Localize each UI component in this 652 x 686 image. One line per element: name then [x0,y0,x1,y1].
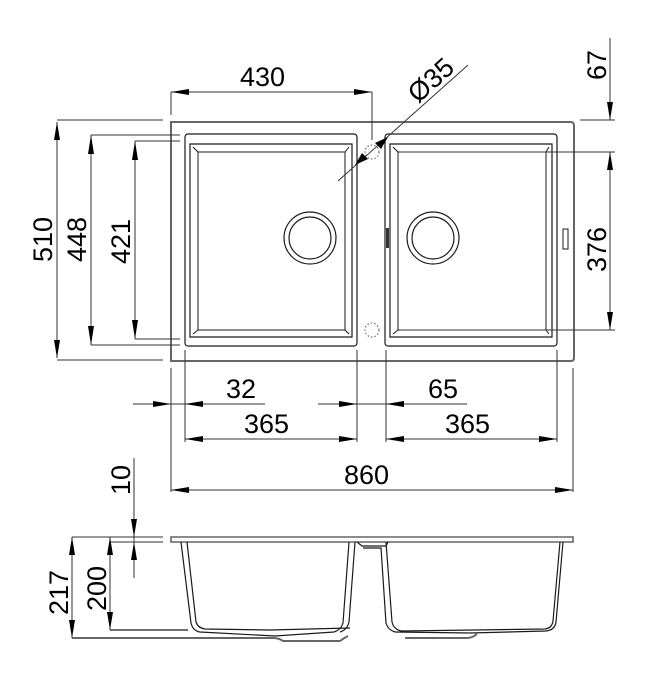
left-drain-outer [283,211,337,265]
dim-32: 32 [226,374,256,404]
tap-hole-bottom [364,322,380,338]
right-drain-outer [406,211,460,265]
right-overflow-slot [562,228,569,250]
dim-421: 421 [106,219,136,264]
right-drain-inner [411,216,455,260]
dim-65: 65 [428,374,458,404]
side-center-divider [339,541,396,633]
left-bowl-corners [192,146,350,335]
left-bowl-inner [189,143,353,338]
right-bowl-inner [389,143,553,338]
sink-outline [170,121,575,362]
dim-430: 430 [240,62,285,92]
dim-860: 860 [344,460,389,490]
tap-hole-top [364,144,380,160]
side-view [72,536,574,642]
side-rim [170,536,574,543]
side-left-bowl [180,541,350,637]
right-bowl-corners [392,146,550,335]
dim-67: 67 [582,50,612,80]
top-dimensions: 430 Ø35 510 448 421 67 [28,38,615,493]
dim-376: 376 [582,227,612,272]
dim-10: 10 [106,465,136,495]
right-bowl-rim [384,133,558,347]
left-bowl-basin [197,151,346,331]
side-dimensions: 10 217 200 [44,458,163,638]
left-drain-inner [288,216,332,260]
dim-365-left: 365 [244,409,289,439]
dim-365-right: 365 [445,409,490,439]
side-right-bowl [391,541,564,634]
center-overflow-slot [386,228,389,248]
top-view [170,121,575,362]
side-base [72,633,478,642]
left-bowl-rim [184,133,358,347]
dim-diameter-35: Ø35 [402,52,460,108]
dim-448: 448 [62,217,92,262]
dim-200: 200 [82,566,112,611]
side-left-bowl-floor [269,627,351,631]
dim-217: 217 [44,570,74,615]
right-bowl-basin [397,151,547,331]
dim-510: 510 [28,217,58,262]
